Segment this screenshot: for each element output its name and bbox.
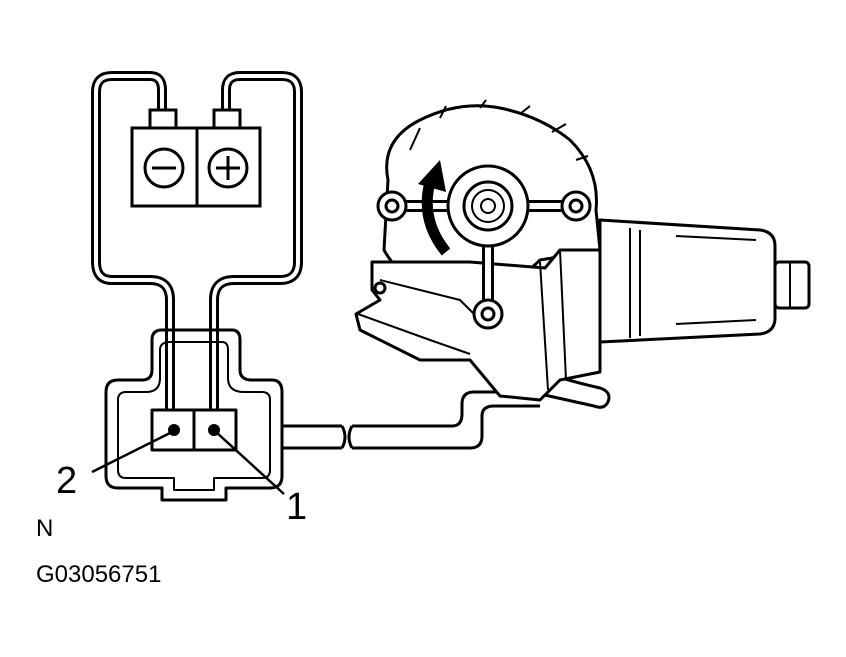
wiper-motor-icon: [354, 99, 811, 402]
callout-terminal-1: 1: [286, 486, 308, 528]
callout-leaders: [91, 430, 285, 495]
figure-code: G03056751: [36, 561, 162, 588]
rotation-arrow-icon: [418, 160, 451, 256]
orientation-label: N: [36, 515, 54, 542]
connector-icon: [104, 328, 354, 502]
callout-terminal-2: 2: [56, 460, 78, 502]
battery-icon: [130, 108, 262, 208]
battery-wires: [91, 71, 303, 435]
